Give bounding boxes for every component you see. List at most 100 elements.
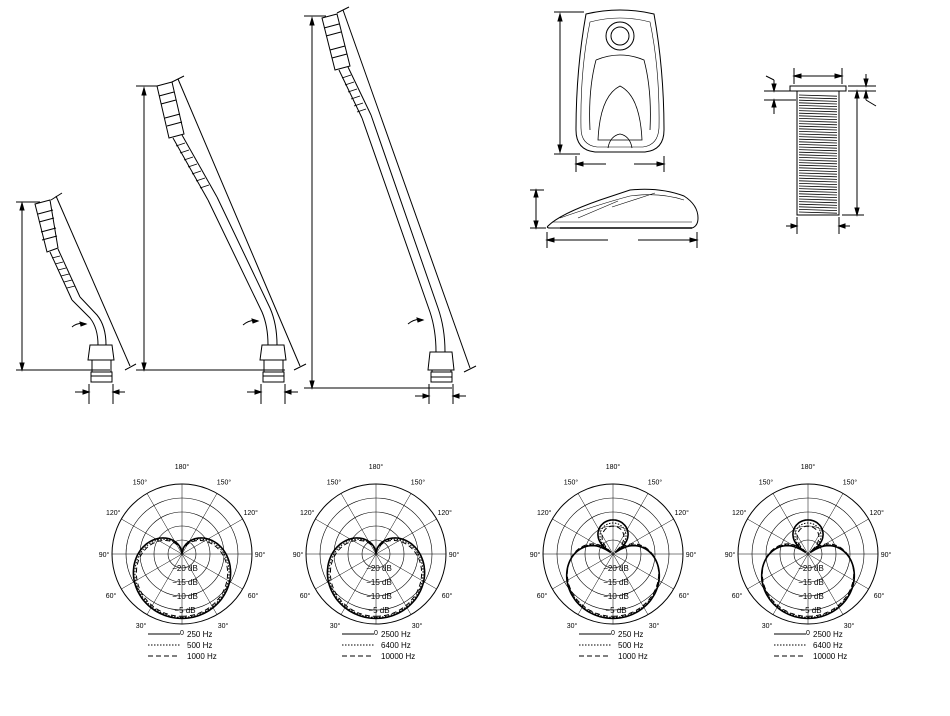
thread-line xyxy=(798,97,838,100)
polar-angle-label: 150° xyxy=(648,478,663,486)
polar-grid-spoke xyxy=(121,518,183,555)
thread-line xyxy=(798,198,838,201)
polar-angle-label: 150° xyxy=(411,478,426,486)
polar-grid-spoke xyxy=(807,553,869,590)
thread-line xyxy=(798,128,838,131)
polar-angle-label: 90° xyxy=(725,551,736,559)
polar-db-label: −5 dB xyxy=(605,606,626,615)
polar-db-label: −10 dB xyxy=(798,592,824,601)
response-curve xyxy=(329,539,423,617)
polar-db-label: −20 dB xyxy=(172,564,198,573)
thread-line xyxy=(798,99,838,102)
polar-angle-label: 90° xyxy=(99,551,110,559)
response-curve xyxy=(326,537,426,620)
polar-angle-label: 60° xyxy=(537,592,548,600)
polar-plot: 180°150°150°120°120°90°90°60°60°30°30°0−… xyxy=(725,463,892,661)
legend-label: 250 Hz xyxy=(187,630,212,639)
polar-angle-label: 30° xyxy=(762,622,773,630)
polar-angle-label: 120° xyxy=(300,509,315,517)
thread-line xyxy=(798,94,838,97)
thread-line xyxy=(798,193,838,196)
thread-line xyxy=(798,203,838,206)
polar-angle-label: 180° xyxy=(369,463,384,471)
polar-angle-label: 60° xyxy=(106,592,117,600)
thread-line xyxy=(798,125,838,128)
response-curve xyxy=(761,522,855,618)
polar-db-label: −5 dB xyxy=(800,606,821,615)
polar-angle-label: 30° xyxy=(412,622,423,630)
polar-grid-spoke xyxy=(612,553,674,590)
polar-angle-label: 0 xyxy=(180,630,184,637)
thread-line xyxy=(798,102,838,105)
polar-grid-spoke xyxy=(181,518,243,555)
desk-base-side-view xyxy=(530,188,699,248)
desk-base-top-view xyxy=(554,9,666,172)
polar-angle-label: 120° xyxy=(106,509,121,517)
polar-angle-label: 180° xyxy=(801,463,816,471)
thread-line xyxy=(798,115,838,118)
polar-angle-label: 90° xyxy=(449,551,460,559)
polar-angle-label: 30° xyxy=(136,622,147,630)
polar-plot: 180°150°150°120°120°90°90°60°60°30°30°0−… xyxy=(530,463,697,661)
polar-grid-spoke xyxy=(772,493,809,555)
gooseneck-mic-small xyxy=(16,192,137,404)
polar-db-label: −10 dB xyxy=(366,592,392,601)
response-curve xyxy=(328,538,424,618)
thread-line xyxy=(798,138,838,141)
thread-line xyxy=(798,120,838,123)
polar-angle-label: 90° xyxy=(881,551,892,559)
thread-line xyxy=(798,201,838,204)
polar-angle-label: 60° xyxy=(300,592,311,600)
polar-grid-spoke xyxy=(121,553,183,590)
thread-line xyxy=(798,188,838,191)
gooseneck-mic-medium xyxy=(136,75,307,404)
polar-angle-label: 180° xyxy=(175,463,190,471)
polar-angle-label: 90° xyxy=(255,551,266,559)
flange-mount-drawing xyxy=(764,68,877,234)
thread-line xyxy=(798,183,838,185)
legend-label: 2500 Hz xyxy=(813,630,843,639)
response-curve xyxy=(134,538,230,618)
polar-angle-label: 150° xyxy=(327,478,342,486)
polar-angle-label: 30° xyxy=(567,622,578,630)
thread-line xyxy=(798,162,838,165)
polar-db-label: −15 dB xyxy=(366,578,392,587)
thread-line xyxy=(798,185,838,188)
thread-line xyxy=(798,107,838,110)
thread-line xyxy=(798,177,838,180)
thread-line xyxy=(798,149,838,152)
polar-angle-label: 150° xyxy=(564,478,579,486)
legend-label: 2500 Hz xyxy=(381,630,411,639)
polar-grid-spoke xyxy=(807,553,844,615)
legend-label: 10000 Hz xyxy=(381,652,415,661)
polar-plots: 180° 150° 150° 120° 120° 90° 90° 60° 60° 30° 30° 0 −… xyxy=(99,463,892,661)
polar-angle-label: 150° xyxy=(843,478,858,486)
thread-line xyxy=(798,133,838,136)
thread-line xyxy=(798,206,838,209)
response-curve xyxy=(761,525,855,617)
polar-angle-label: 60° xyxy=(442,592,453,600)
polar-angle-label: 60° xyxy=(248,592,259,600)
polar-grid-spoke xyxy=(577,493,614,555)
thread-line xyxy=(798,105,838,107)
polar-plot: 180°150°150°120°120°90°90°60°60°30°30°0−… xyxy=(293,463,460,661)
polar-grid-spoke xyxy=(340,553,377,615)
polar-angle-label: 30° xyxy=(649,622,660,630)
polar-grid-spoke xyxy=(181,553,218,615)
polar-grid-spoke xyxy=(375,553,437,590)
thread-line xyxy=(798,154,838,157)
polar-angle-label: 90° xyxy=(293,551,304,559)
thread-line xyxy=(798,190,838,193)
legend-label: 6400 Hz xyxy=(813,641,843,650)
polar-angle-label: 30° xyxy=(844,622,855,630)
polar-grid-spoke xyxy=(181,553,243,590)
polar-angle-label: 150° xyxy=(133,478,148,486)
polar-db-label: −20 dB xyxy=(603,564,629,573)
polar-grid-spoke xyxy=(146,553,183,615)
response-curve xyxy=(135,539,229,617)
polar-db-label: −15 dB xyxy=(603,578,629,587)
legend-label: 10000 Hz xyxy=(813,652,847,661)
polar-angle-label: 150° xyxy=(759,478,774,486)
polar-grid-spoke xyxy=(612,553,649,615)
thread-line xyxy=(798,112,838,115)
